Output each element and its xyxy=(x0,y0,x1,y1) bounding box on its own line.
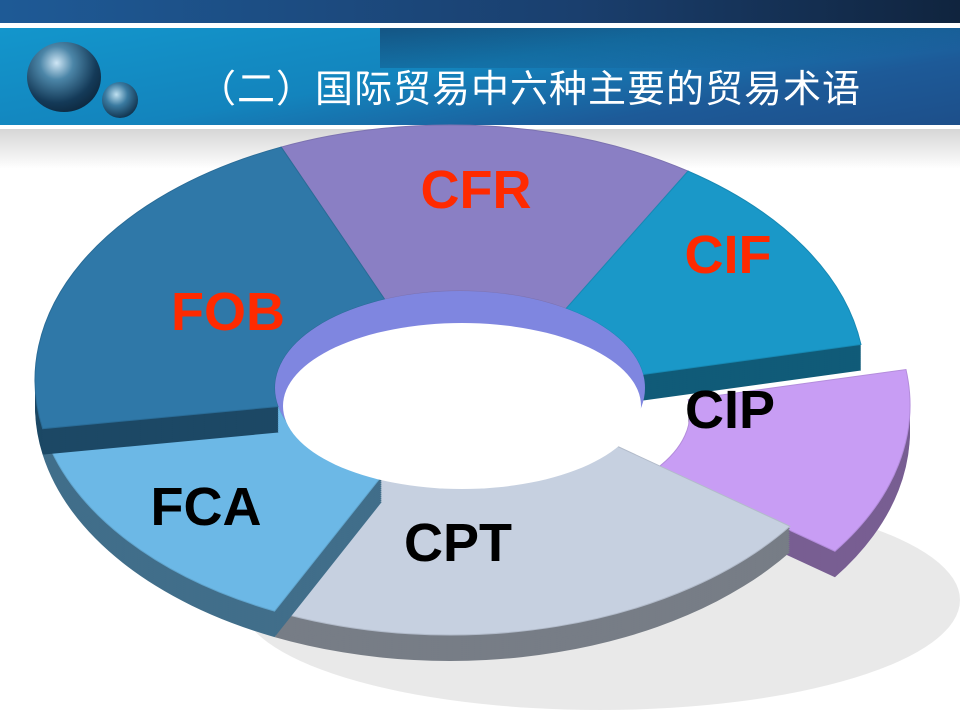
segment-label-fob: FOB xyxy=(171,282,285,342)
segment-label-cip: CIP xyxy=(684,380,776,440)
sphere-icon xyxy=(27,42,101,112)
segment-fob xyxy=(34,146,386,455)
donut-hole xyxy=(283,323,641,489)
title-band xyxy=(0,28,960,125)
segment-label-cif: CIF xyxy=(684,225,772,285)
segment-cip xyxy=(655,368,911,578)
segment-label-fca: FCA xyxy=(150,477,262,537)
top-band xyxy=(0,0,960,23)
segment-label-cfr: CFR xyxy=(420,160,532,220)
page-title: （二）国际贸易中六种主要的贸易术语 xyxy=(198,67,862,111)
segment-label-cpt: CPT xyxy=(404,513,512,573)
small-sphere-icon xyxy=(102,82,138,118)
segment-cpt xyxy=(273,443,791,661)
segment-top xyxy=(655,368,911,552)
segment-cif xyxy=(565,170,862,401)
segment-fca xyxy=(41,405,383,638)
